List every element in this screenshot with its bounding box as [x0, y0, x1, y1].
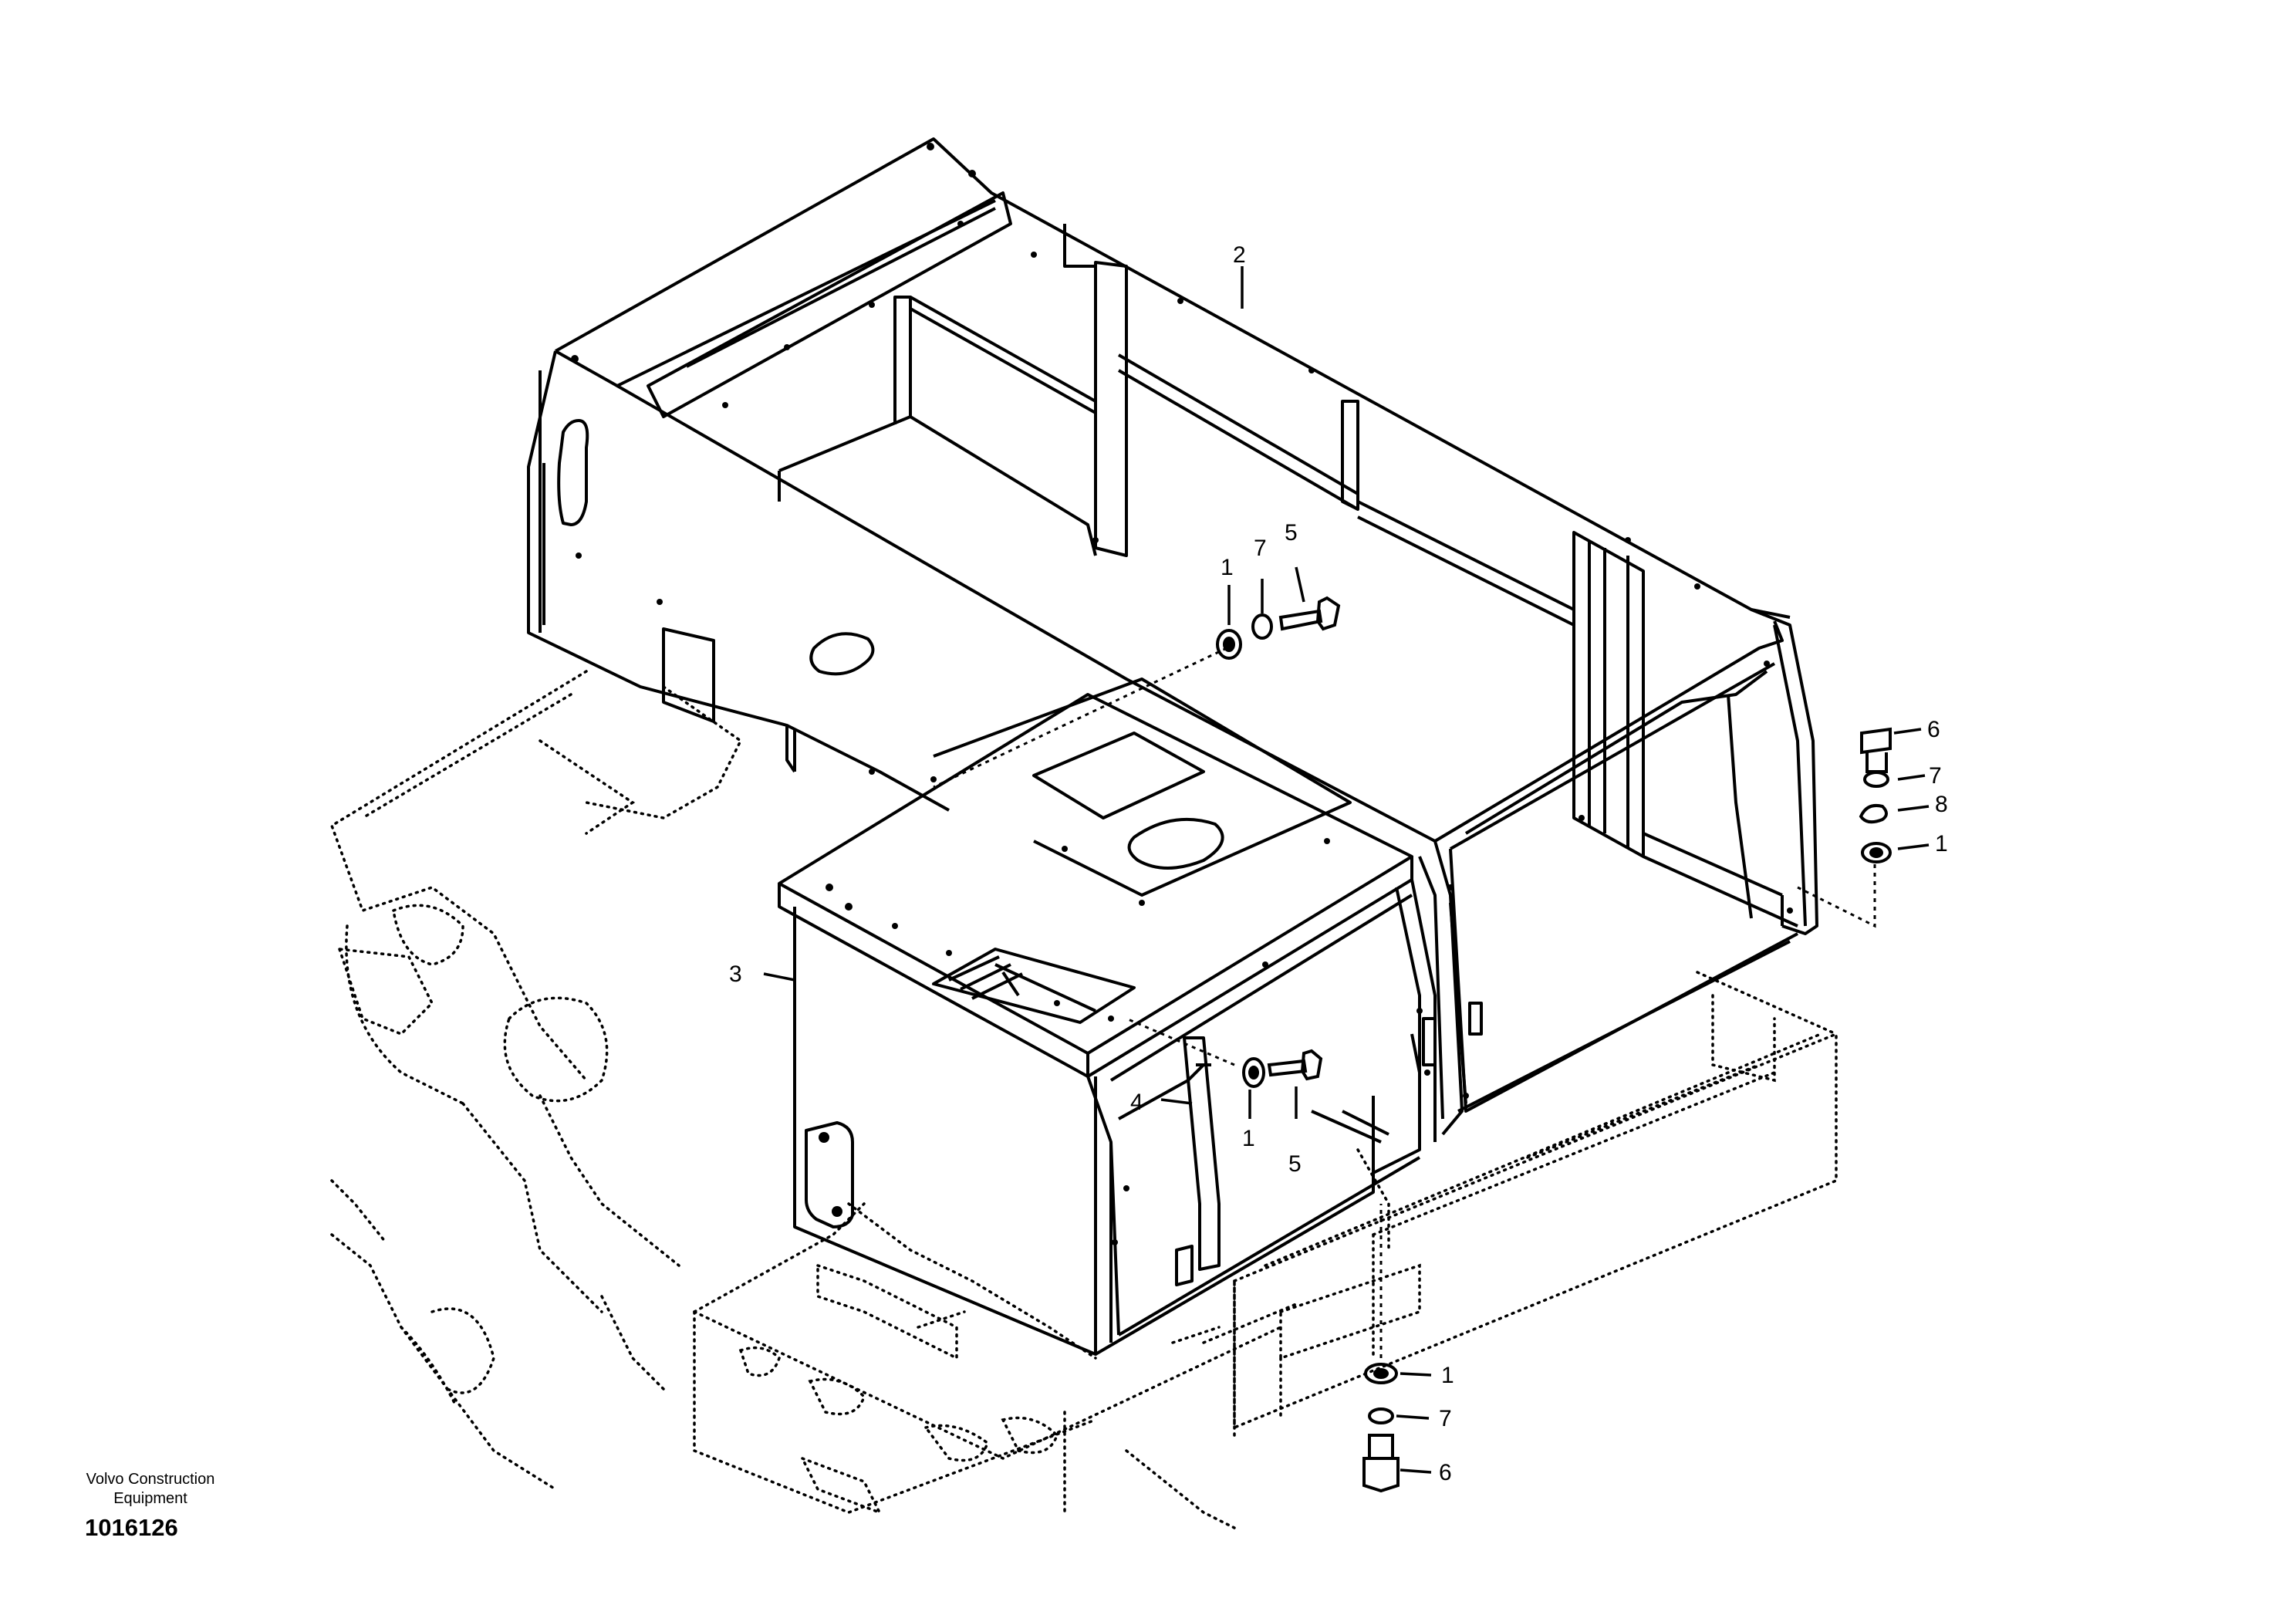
callout-1-right: 1 — [1935, 831, 1948, 857]
hardware-set-right — [1859, 727, 1892, 863]
publisher-line-1: Volvo Construction — [86, 1471, 215, 1488]
battery-box-part-3 — [778, 678, 1437, 1356]
callout-6-right: 6 — [1927, 717, 1940, 742]
callout-3: 3 — [729, 961, 742, 987]
hardware-set-middle — [1242, 1049, 1323, 1088]
battery-box-holes — [819, 769, 1430, 1245]
callout-7-right: 7 — [1929, 763, 1942, 789]
hardware-set-upper — [1216, 596, 1341, 660]
callout-numbers: 2 1 7 5 3 4 1 5 6 7 8 1 1 7 6 — [729, 242, 1948, 1485]
hardware-set-lower — [1362, 1363, 1400, 1493]
callout-8: 8 — [1935, 792, 1948, 817]
callout-5-middle: 5 — [1288, 1151, 1302, 1177]
callout-1-middle: 1 — [1242, 1126, 1255, 1151]
publisher-line-2: Equipment — [113, 1490, 187, 1507]
publisher-name: Volvo Construction Equipment — [62, 1470, 239, 1509]
callout-2: 2 — [1233, 242, 1246, 268]
callout-leaders — [763, 266, 1930, 1474]
base-frame-dotted — [329, 670, 1838, 1529]
callout-5-upper: 5 — [1285, 520, 1298, 546]
frame-bolt-holes — [571, 143, 1793, 1099]
callout-1-lower: 1 — [1441, 1363, 1454, 1388]
callout-4: 4 — [1130, 1090, 1143, 1115]
upper-frame-part-2 — [527, 137, 1818, 1136]
callout-7-upper: 7 — [1254, 536, 1267, 561]
assembly-centre-lines — [933, 647, 1876, 1358]
callout-1-upper: 1 — [1221, 555, 1234, 580]
callout-7-lower: 7 — [1439, 1406, 1452, 1431]
callout-6-lower: 6 — [1439, 1460, 1452, 1485]
document-number: 1016126 — [85, 1514, 178, 1541]
